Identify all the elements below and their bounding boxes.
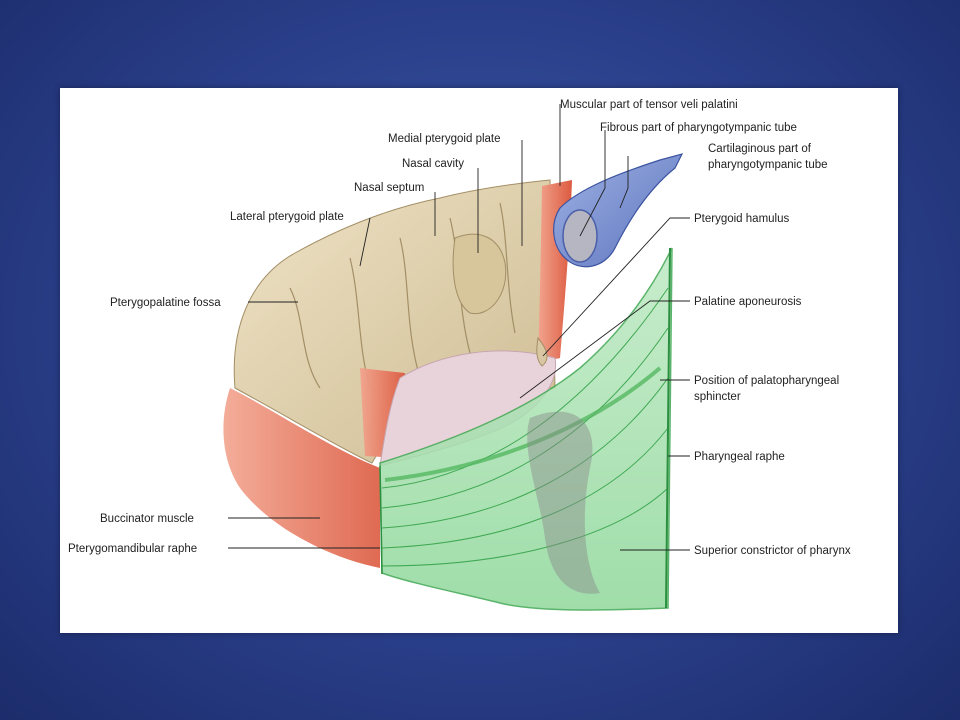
label-fibrous-tube: Fibrous part of pharyngotympanic tube [600,122,797,134]
label-pterygomandibular: Pterygomandibular raphe [68,543,197,555]
label-superior-constrictor: Superior constrictor of pharynx [694,545,851,557]
leader-fibrous-tube [579,130,606,237]
pharyngeal-shadow-shape [527,411,600,594]
diagram-panel: Muscular part of tensor veli palatini Fi… [60,88,898,633]
label-pharyngeal-raphe: Pharyngeal raphe [694,451,785,463]
label-palatine-aponeurosis: Palatine aponeurosis [694,296,802,308]
label-buccinator: Buccinator muscle [100,513,194,525]
label-pterygopalatine: Pterygopalatine fossa [110,297,221,309]
label-lateral-pterygoid: Lateral pterygoid plate [230,211,344,223]
leader-cartilaginous [619,156,629,209]
label-medial-pterygoid: Medial pterygoid plate [388,133,501,145]
pterygomandibular-raphe-line [379,465,383,575]
label-palatopharyngeal-1: Position of palatopharyngeal [694,375,839,387]
constrictor-fibers [381,287,669,567]
label-muscular-tensor: Muscular part of tensor veli palatini [560,99,738,111]
label-nasal-cavity: Nasal cavity [402,158,464,170]
leader-lateral-pterygoid [359,217,371,267]
leader-pterygoid-hamulus [542,217,690,357]
pterygoid-hamulus-shape [536,336,548,367]
superior-constrictor-shape [379,247,673,611]
anatomy-diagram: Muscular part of tensor veli palatini Fi… [68,99,851,611]
pterygoid-plate-ridges [289,202,516,389]
label-cartilaginous-1: Cartilaginous part of [708,143,812,155]
palatopharyngeal-band [384,366,662,482]
leader-palatine-aponeurosis [519,300,690,399]
buccinator-muscle-shape [223,388,380,568]
nasal-cavity-shape [452,233,507,315]
pharyngeal-raphe-line [665,247,671,609]
label-pterygoid-hamulus: Pterygoid hamulus [694,213,789,225]
label-cartilaginous-2: pharyngotympanic tube [708,159,828,171]
label-nasal-septum: Nasal septum [354,182,424,194]
label-palatopharyngeal-2: sphincter [694,391,741,403]
